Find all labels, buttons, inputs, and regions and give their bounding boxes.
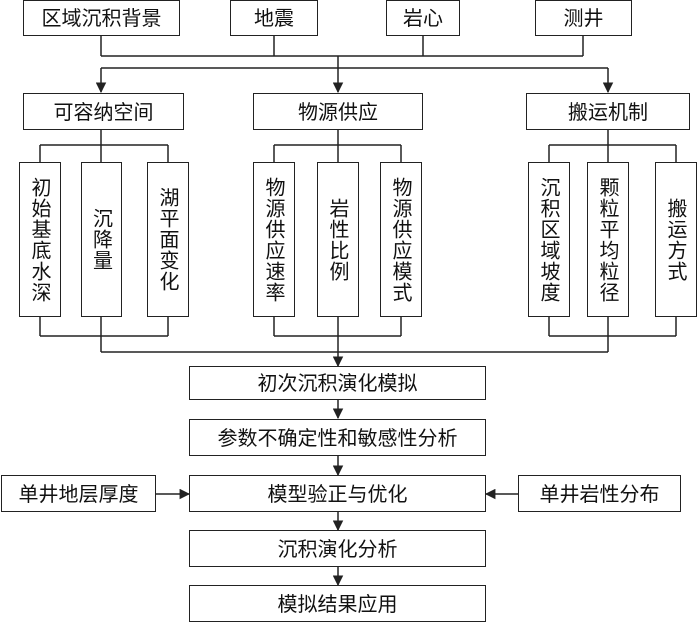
factor-slope-label: 沉积区域坡度 <box>537 176 561 303</box>
step-initial-simulation: 初次沉积演化模拟 <box>189 366 486 400</box>
factor-slope: 沉积区域坡度 <box>528 162 570 317</box>
factor-supply-mode-label: 物源供应模式 <box>389 176 413 303</box>
category-transport: 搬运机制 <box>526 93 690 130</box>
factor-grain-size-label: 颗粒平均粒径 <box>596 176 620 303</box>
side-input-lithology-distribution: 单井岩性分布 <box>518 475 681 512</box>
factor-supply-rate-label: 物源供应速率 <box>262 176 286 303</box>
factor-subsidence: 沉降量 <box>81 162 122 317</box>
factor-subsidence-label: 沉降量 <box>89 208 114 271</box>
factor-initial-depth: 初始基底水深 <box>19 162 61 317</box>
factor-lithology-ratio-label: 岩性比例 <box>326 197 350 282</box>
input-seismic: 地震 <box>230 0 318 36</box>
step-validation-label: 模型验正与优化 <box>267 481 408 506</box>
step-initial-simulation-label: 初次沉积演化模拟 <box>257 371 418 395</box>
factor-lithology-ratio: 岩性比例 <box>317 162 359 317</box>
input-regional-background: 区域沉积背景 <box>23 0 180 36</box>
input-core-label: 岩心 <box>403 6 443 30</box>
factor-lake-level: 湖平面变化 <box>147 162 189 317</box>
factor-lake-level-label: 湖平面变化 <box>156 187 180 292</box>
input-seismic-label: 地震 <box>254 6 294 30</box>
category-sediment-supply: 物源供应 <box>253 93 423 130</box>
input-regional-background-label: 区域沉积背景 <box>41 6 162 30</box>
side-input-thickness: 单井地层厚度 <box>1 475 156 512</box>
input-well-log-label: 测井 <box>563 6 604 30</box>
factor-grain-size: 颗粒平均粒径 <box>587 162 629 317</box>
step-application: 模拟结果应用 <box>189 585 486 622</box>
factor-transport-mode: 搬运方式 <box>655 162 697 317</box>
category-accommodation-label: 可容纳空间 <box>53 99 154 124</box>
factor-initial-depth-label: 初始基底水深 <box>28 176 52 303</box>
category-accommodation: 可容纳空间 <box>23 93 184 130</box>
side-input-lithology-distribution-label: 单井岩性分布 <box>539 481 660 506</box>
category-transport-label: 搬运机制 <box>568 99 648 124</box>
step-uncertainty-analysis-label: 参数不确定性和敏感性分析 <box>217 425 458 450</box>
step-validation: 模型验正与优化 <box>189 475 486 512</box>
step-application-label: 模拟结果应用 <box>277 591 398 616</box>
input-well-log: 测井 <box>535 0 632 36</box>
category-sediment-supply-label: 物源供应 <box>298 99 378 124</box>
input-core: 岩心 <box>386 0 460 36</box>
factor-transport-mode-label: 搬运方式 <box>664 197 688 282</box>
factor-supply-rate: 物源供应速率 <box>253 162 295 317</box>
step-uncertainty-analysis: 参数不确定性和敏感性分析 <box>189 419 486 456</box>
side-input-thickness-label: 单井地层厚度 <box>18 481 139 506</box>
step-evolution-analysis: 沉积演化分析 <box>189 530 486 567</box>
factor-supply-mode: 物源供应模式 <box>380 162 422 317</box>
step-evolution-analysis-label: 沉积演化分析 <box>277 536 398 561</box>
